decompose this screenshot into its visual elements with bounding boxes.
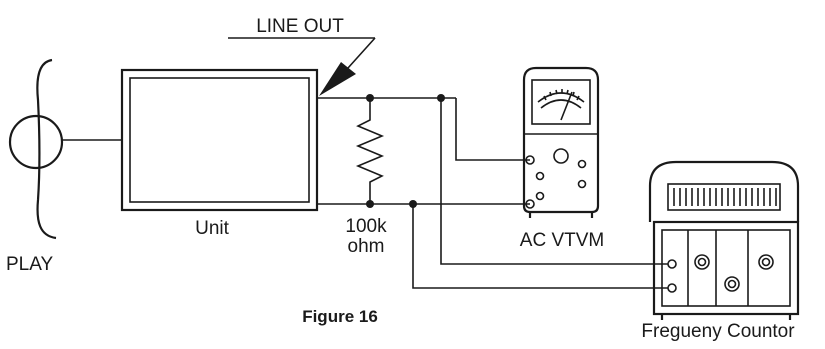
line-out-label: LINE OUT (256, 16, 344, 37)
playback-head-icon (8, 58, 64, 240)
figure-caption: Figure 16 (302, 307, 378, 326)
unit-label: Unit (195, 218, 230, 239)
resistor-unit-label: ohm (348, 236, 385, 257)
frequency-counter-label: Fregueny Countor (641, 321, 795, 342)
unit-box (120, 68, 319, 212)
resistor-symbol-icon (355, 98, 385, 204)
ac-vtvm-meter-icon (522, 66, 600, 218)
vtvm-label: AC VTVM (520, 230, 604, 251)
resistor-value-label: 100k (345, 216, 387, 237)
vtvm-upper-wire (455, 98, 530, 161)
counter-lower-wire (412, 204, 668, 289)
line-out-arrow-icon (319, 37, 376, 96)
frequency-counter-icon (648, 160, 800, 320)
counter-upper-wire (440, 98, 668, 265)
play-label: PLAY (6, 254, 54, 275)
